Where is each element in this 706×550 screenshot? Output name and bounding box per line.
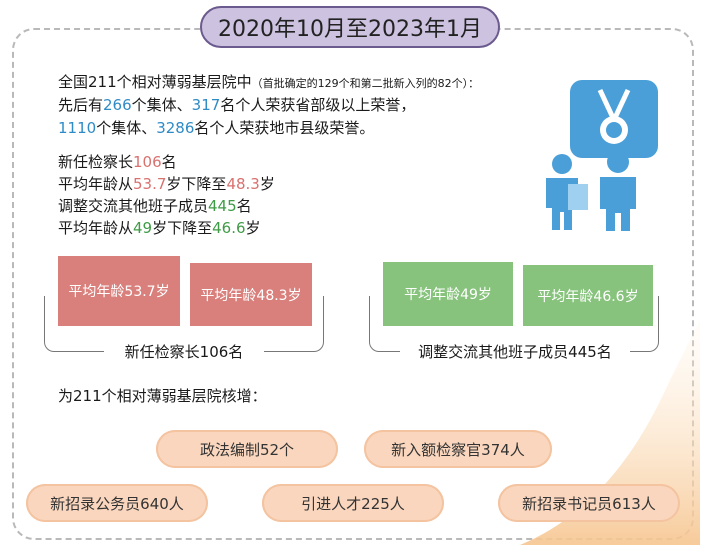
medal-icon: [570, 80, 658, 158]
staffing-item: 新招录书记员613人: [498, 484, 680, 522]
chart-2-bar-46-6: 平均年龄46.6岁: [523, 265, 653, 326]
chart-2-bar-label: 平均年龄49岁: [404, 287, 492, 303]
chart-1-bar-53-7: 平均年龄53.7岁: [58, 256, 180, 326]
intro-line-2: 先后有266个集体、317名个人荣获省部级以上荣誉，: [58, 96, 416, 114]
stat-line-1: 新任检察长106名: [58, 153, 177, 171]
staffing-item: 政法编制52个: [156, 430, 338, 468]
chart-1-bar-48-3: 平均年龄48.3岁: [190, 263, 312, 326]
award-illustration: [546, 80, 658, 231]
chart-2-bar-label: 平均年龄46.6岁: [537, 288, 639, 305]
chart-1-bar-label: 平均年龄48.3岁: [200, 287, 302, 304]
staffing-item: 新入额检察官374人: [364, 430, 552, 468]
stat-line-4: 平均年龄从49岁下降至46.6岁: [58, 219, 261, 237]
chart-1-title: 新任检察长106名: [104, 341, 264, 362]
stat-line-3: 调整交流其他班子成员445名: [58, 197, 252, 215]
staffing-item: 引进人才225人: [262, 484, 444, 522]
people-icon: [546, 151, 636, 231]
intro-line-3: 1110个集体、3286名个人荣获地市县级荣誉。: [58, 119, 375, 137]
staffing-item: 新招录公务员640人: [26, 484, 208, 522]
chart-2-title: 调整交流其他班子成员445名: [400, 341, 630, 362]
page-title: 2020年10月至2023年1月: [200, 6, 500, 48]
staffing-heading: 为211个相对薄弱基层院核增：: [58, 387, 267, 405]
intro-line-1: 全国211个相对薄弱基层院中（首批确定的129个和第二批新入列的82个）：: [58, 73, 480, 91]
chart-2-bar-49: 平均年龄49岁: [383, 262, 513, 326]
chart-1-bar-label: 平均年龄53.7岁: [68, 284, 170, 300]
stat-line-2: 平均年龄从53.7岁下降至48.3岁: [58, 175, 275, 193]
